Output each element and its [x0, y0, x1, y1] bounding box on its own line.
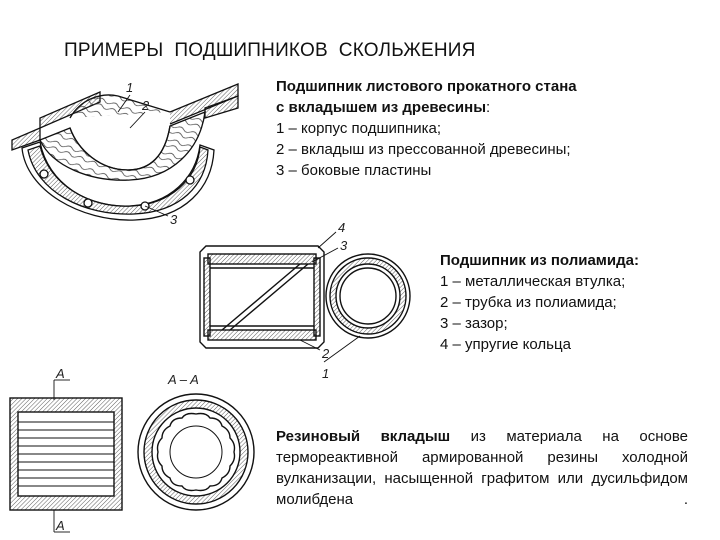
metal-sleeve [199, 245, 325, 349]
rubber-insert-drawing: A A A – A [9, 366, 255, 533]
rubber-insert-lobes [156, 412, 236, 492]
label-2: 2 [141, 98, 150, 113]
polyamide-bearing-item-3: 3 – зазор; [440, 315, 508, 332]
polyamide-bearing-item-1: 1 – металлическая втулка; [440, 273, 626, 290]
end-view-housing [137, 393, 255, 511]
label-2-tube: 2 [321, 346, 330, 361]
side-plate [27, 145, 209, 215]
wood-bearing-description: Подшипник листового прокатного стана с в… [276, 76, 676, 181]
wood-bearing-item-2: 2 – вкладыш из прессованной древесины; [276, 141, 571, 158]
label-3-gap: 3 [340, 238, 348, 253]
polyamide-bearing-item-2: 2 – трубка из полиамида; [440, 294, 617, 311]
rubber-insert-text: из материала на основе термореактивной а… [276, 428, 688, 508]
label-1-sleeve: 1 [322, 366, 329, 381]
end-view-outer-ring [325, 253, 411, 339]
bolt-icon [83, 198, 93, 208]
label-4: 4 [338, 220, 345, 235]
wood-bearing-item-1: 1 – корпус подшипника; [276, 120, 442, 137]
wood-bearing-drawing: 1 2 3 [11, 80, 239, 227]
polyamide-bearing-drawing: 4 3 2 1 [199, 220, 411, 381]
bolt-icon [39, 169, 49, 179]
polyamide-bearing-item-4: 4 – упругие кольца [440, 336, 571, 353]
wood-bearing-heading-line2: с вкладышем из древесины: [276, 97, 676, 118]
rubber-insert-description: Резиновый вкладыш из материала на основе… [276, 426, 688, 510]
polyamide-bearing-description: Подшипник из полиамида: 1 – металлическа… [440, 250, 710, 355]
section-label-aa: A – A [167, 372, 199, 387]
wood-bearing-item-3: 3 – боковые пластины [276, 162, 432, 179]
page-title: ПРИМЕРЫ ПОДШИПНИКОВ СКОЛЬЖЕНИЯ [64, 40, 476, 61]
label-1: 1 [126, 80, 133, 95]
label-3: 3 [170, 212, 178, 227]
bolt-icon [185, 175, 195, 185]
polyamide-bearing-heading: Подшипник из полиамида: [440, 252, 639, 269]
wood-bearing-heading-text: с вкладышем из древесины [276, 99, 487, 116]
section-label-top: A [55, 366, 65, 381]
rubber-insert-highlight: Резиновый вкладыш [276, 428, 451, 445]
wood-bearing-heading-line1: Подшипник листового прокатного стана [276, 78, 577, 95]
wood-bearing-heading-colon: : [486, 99, 491, 116]
section-label-bottom: A [55, 518, 65, 533]
